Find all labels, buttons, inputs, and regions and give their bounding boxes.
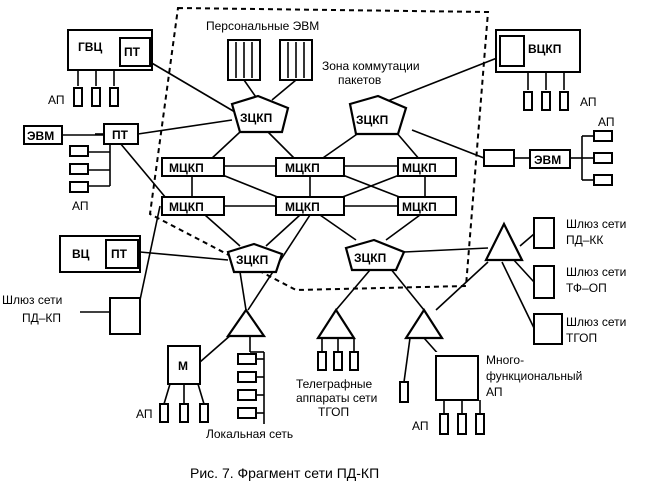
svg-text:МЦКП: МЦКП	[169, 161, 204, 175]
svg-text:аппараты сети: аппараты сети	[296, 391, 377, 405]
m-label: М	[178, 359, 188, 373]
svg-text:функциональный: функциональный	[486, 369, 582, 383]
gateway-pdkp: Шлюз сети ПД–КП	[2, 293, 141, 335]
svg-text:ЗЦКП: ЗЦКП	[356, 113, 388, 127]
pt-label: ПТ	[124, 45, 141, 59]
telegraph-apparatus: Телеграфные аппараты сети ТГОП	[296, 351, 377, 419]
svg-text:ТФ–ОП: ТФ–ОП	[566, 281, 607, 295]
svg-text:МЦКП: МЦКП	[402, 200, 437, 214]
zckp-upper-right: ЗЦКП	[348, 94, 408, 136]
pt-label: ПТ	[112, 128, 129, 142]
gvc-label: ГВЦ	[78, 40, 102, 54]
mckp-r1c2: МЦКП	[275, 157, 345, 177]
svg-text:Шлюз сети: Шлюз сети	[566, 265, 626, 279]
svg-text:Шлюз сети: Шлюз сети	[566, 315, 626, 329]
zckp-upper-left: ЗЦКП	[230, 94, 290, 134]
vc-block: ВЦ ПТ	[59, 235, 141, 273]
ap-label: АП	[136, 407, 153, 421]
concentrator-middle	[315, 307, 357, 340]
gateway-tgop: Шлюз сети ТГОП	[533, 313, 626, 345]
svg-text:ПД–КК: ПД–КК	[566, 233, 603, 247]
ap-label: АП	[48, 93, 65, 107]
svg-text:Шлюз сети: Шлюз сети	[2, 293, 62, 307]
mckp-r2c3: МЦКП	[397, 196, 457, 216]
svg-text:МЦКП: МЦКП	[285, 161, 320, 175]
svg-text:МЦКП: МЦКП	[402, 161, 437, 175]
links	[95, 57, 535, 383]
vckp-label: ВЦКП	[528, 42, 561, 56]
evm-label: ЭВМ	[534, 153, 561, 167]
multifunctional-ap: Много- функциональный АП АП	[399, 352, 582, 435]
svg-text:МЦКП: МЦКП	[285, 200, 320, 214]
svg-text:ТГОП: ТГОП	[318, 405, 349, 419]
left-evm-block: ЭВМ ПТ АП	[23, 123, 139, 213]
gateway-pdkk: Шлюз сети ПД–КК	[533, 217, 626, 249]
pc-label: Персональные ЭВМ	[206, 19, 319, 33]
ap-label: АП	[580, 95, 597, 109]
mckp-r1c1: МЦКП	[161, 157, 225, 177]
svg-text:ЗЦКП: ЗЦКП	[236, 253, 268, 267]
lan-label: Локальная сеть	[206, 427, 293, 441]
personal-computers: Персональные ЭВМ	[206, 19, 319, 81]
zone-label-2: пакетов	[338, 73, 381, 87]
zone-label-1: Зона коммутации	[322, 59, 420, 73]
vc-label: ВЦ	[72, 247, 90, 261]
mckp-r2c2: МЦКП	[275, 196, 345, 216]
svg-text:Шлюз сети: Шлюз сети	[566, 217, 626, 231]
svg-text:ЗЦКП: ЗЦКП	[354, 251, 386, 265]
packet-switching-zone	[148, 6, 490, 292]
figure-caption: Рис. 7. Фрагмент сети ПД-КП	[190, 465, 379, 481]
svg-text:ПД–КП: ПД–КП	[22, 311, 61, 325]
svg-text:АП: АП	[486, 385, 503, 399]
m-block: М АП	[136, 345, 209, 423]
svg-text:МЦКП: МЦКП	[169, 200, 204, 214]
svg-text:ЗЦКП: ЗЦКП	[240, 111, 272, 125]
right-evm-block: ЭВМ АП	[483, 115, 615, 186]
svg-text:Телеграфные: Телеграфные	[296, 377, 372, 391]
svg-text:ТГОП: ТГОП	[566, 331, 597, 345]
svg-text:Много-: Много-	[486, 353, 524, 367]
zckp-lower-right: ЗЦКП	[344, 238, 406, 272]
ap-label: АП	[72, 199, 89, 213]
local-network: Локальная сеть	[206, 351, 293, 441]
pt-label: ПТ	[111, 247, 128, 261]
gvc-block: ГВЦ ПТ АП	[48, 29, 153, 107]
right-concentrator	[484, 221, 524, 262]
evm-label: ЭВМ	[27, 129, 54, 143]
zckp-lower-left: ЗЦКП	[226, 242, 284, 274]
vckp-block: ВЦКП АП	[495, 29, 597, 111]
mckp-r2c1: МЦКП	[161, 196, 225, 216]
mckp-r1c3: МЦКП	[397, 157, 457, 177]
concentrator-right	[403, 307, 445, 340]
concentrator-left	[225, 308, 267, 338]
ap-label: АП	[412, 419, 429, 433]
ap-label: АП	[598, 115, 615, 129]
gateway-tfop: Шлюз сети ТФ–ОП	[533, 265, 626, 299]
